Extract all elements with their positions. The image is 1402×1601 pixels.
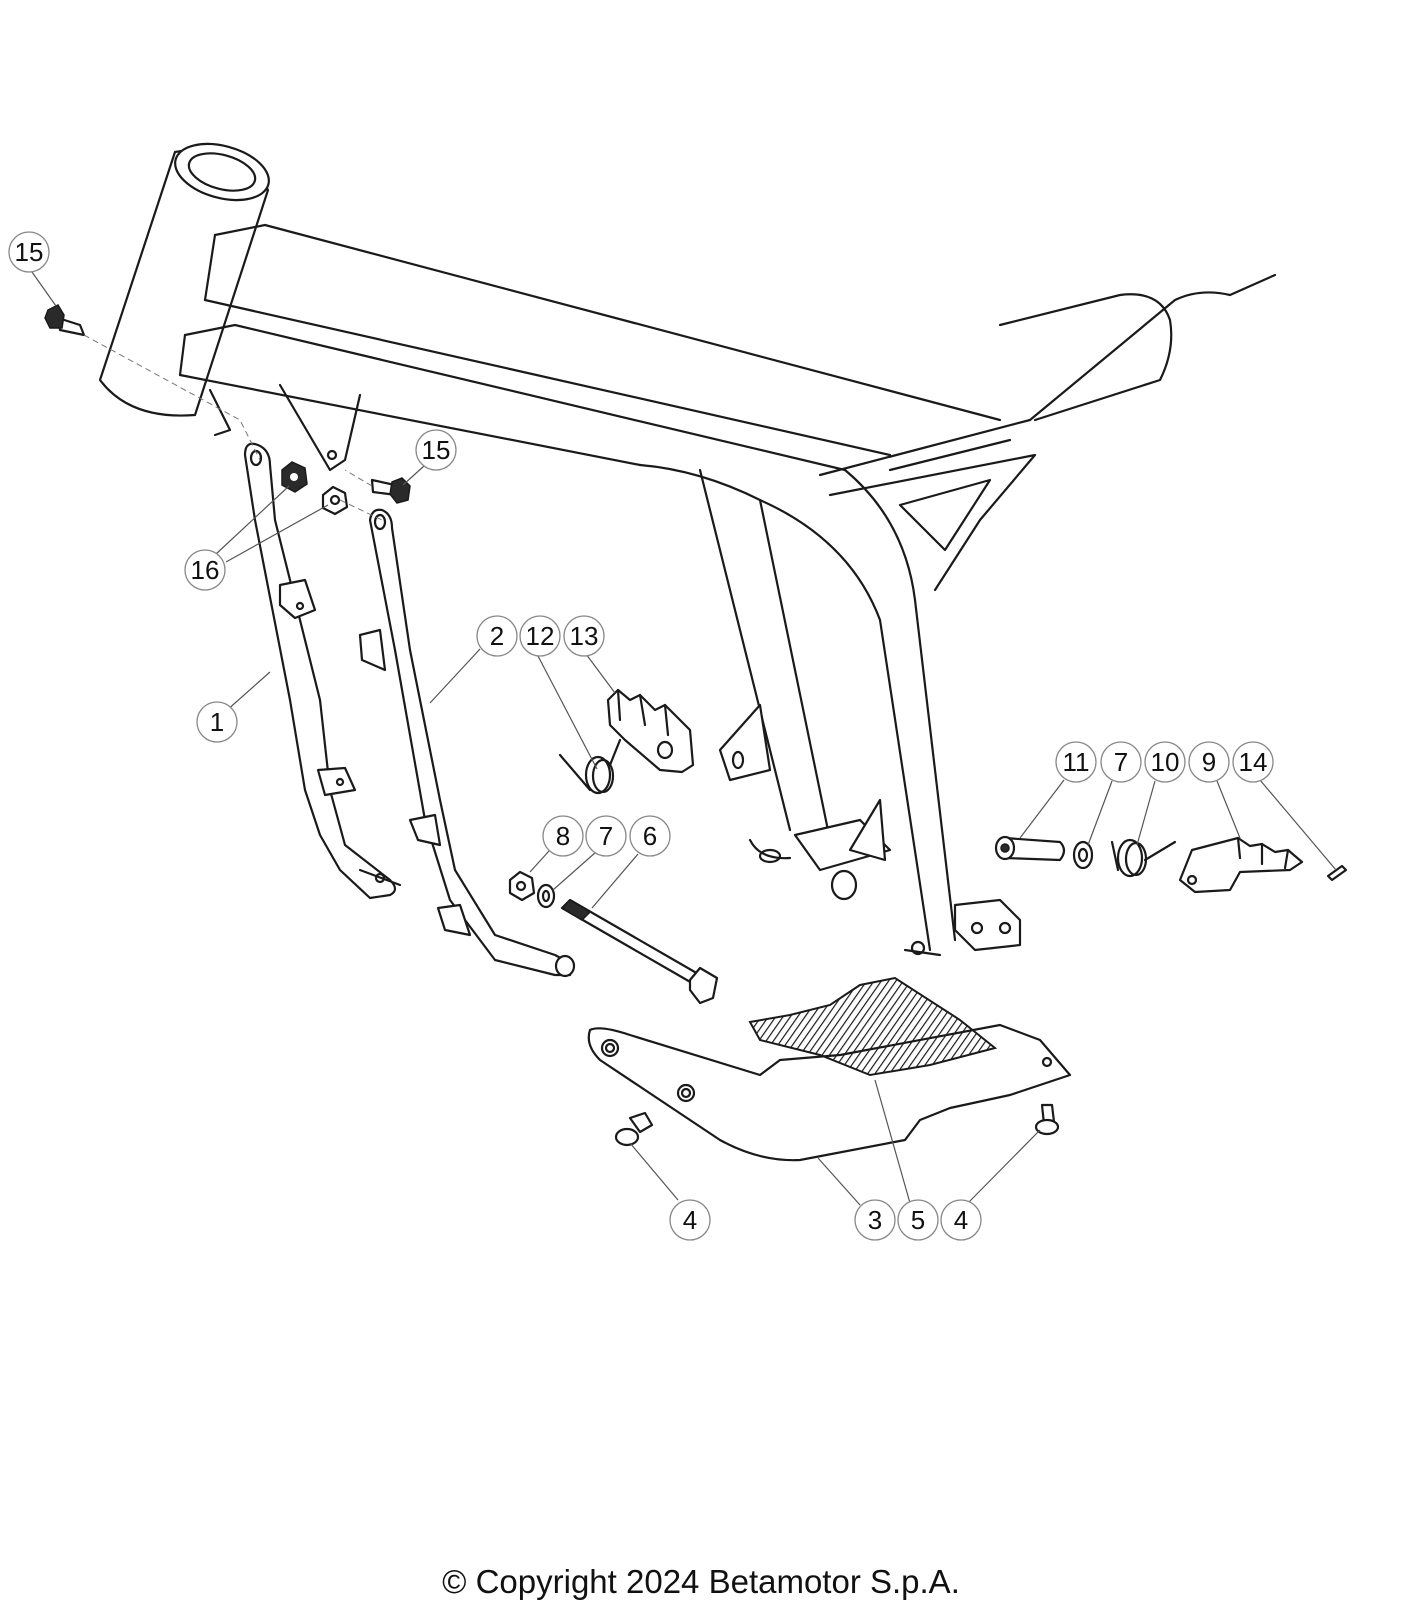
callout-label: 8 — [556, 821, 570, 851]
callout-2: 2 — [476, 615, 518, 657]
part-16-nut-upper — [281, 461, 308, 493]
callout-label: 2 — [490, 621, 504, 651]
part-10-spring-right — [1110, 838, 1177, 878]
callout-label: 4 — [683, 1205, 697, 1235]
part-11-pin — [994, 835, 1066, 862]
callout-3: 3 — [854, 1199, 896, 1241]
part-13-footpeg-left — [606, 688, 695, 774]
callout-label: 7 — [1114, 747, 1128, 777]
part-15-bolt-middle — [370, 477, 411, 504]
callout-label: 13 — [570, 621, 599, 651]
leader-lines — [31, 271, 1337, 1206]
callout-label: 1 — [210, 707, 224, 737]
callout-14: 14 — [1232, 741, 1274, 783]
callout-9: 9 — [1188, 741, 1230, 783]
callout-label: 7 — [599, 821, 613, 851]
callout-5: 5 — [897, 1199, 939, 1241]
callout-15-middle: 15 — [415, 429, 457, 471]
callout-label: 5 — [911, 1205, 925, 1235]
copyright-text: © Copyright 2024 Betamotor S.p.A. — [442, 1563, 960, 1600]
callout-label: 6 — [643, 821, 657, 851]
main-frame — [98, 142, 1277, 957]
callout-12: 12 — [519, 615, 561, 657]
callout-label: 10 — [1151, 747, 1180, 777]
callout-label: 11 — [1063, 747, 1090, 777]
callout-11: 11 — [1055, 741, 1097, 783]
part-5-pad — [748, 976, 998, 1077]
callout-label: 9 — [1202, 747, 1216, 777]
callout-13: 13 — [563, 615, 605, 657]
callout-1: 1 — [196, 701, 238, 743]
part-2-downtube-right — [358, 508, 576, 978]
part-4-screw-left — [614, 1111, 654, 1147]
callout-label: 15 — [422, 435, 451, 465]
callout-label: 4 — [954, 1205, 968, 1235]
callout-8: 8 — [542, 815, 584, 857]
part-14-clip — [1326, 864, 1348, 882]
part-7-washer-right — [1072, 840, 1094, 870]
callout-10: 10 — [1144, 741, 1186, 783]
part-16-nut-lower — [321, 485, 349, 516]
part-15-bolt-top — [44, 304, 86, 337]
callout-7-left: 7 — [585, 815, 627, 857]
callout-label: 16 — [191, 555, 220, 585]
callout-6: 6 — [629, 815, 671, 857]
callout-4-right: 4 — [940, 1199, 982, 1241]
part-7-washer-left — [536, 883, 556, 909]
callout-label: 12 — [526, 621, 555, 651]
callout-15-top: 15 — [8, 231, 50, 273]
callout-label: 14 — [1239, 747, 1268, 777]
part-9-footpeg-right — [1178, 836, 1304, 894]
part-12-spring-left — [558, 738, 622, 795]
part-8-nut — [508, 870, 536, 902]
callout-4-left: 4 — [669, 1199, 711, 1241]
callout-label: 15 — [15, 237, 44, 267]
callout-7-right: 7 — [1100, 741, 1142, 783]
part-6-bolt — [560, 898, 719, 1005]
callout-16: 16 — [184, 549, 226, 591]
part-4-screw-right — [1034, 1103, 1060, 1136]
callout-label: 3 — [868, 1205, 882, 1235]
